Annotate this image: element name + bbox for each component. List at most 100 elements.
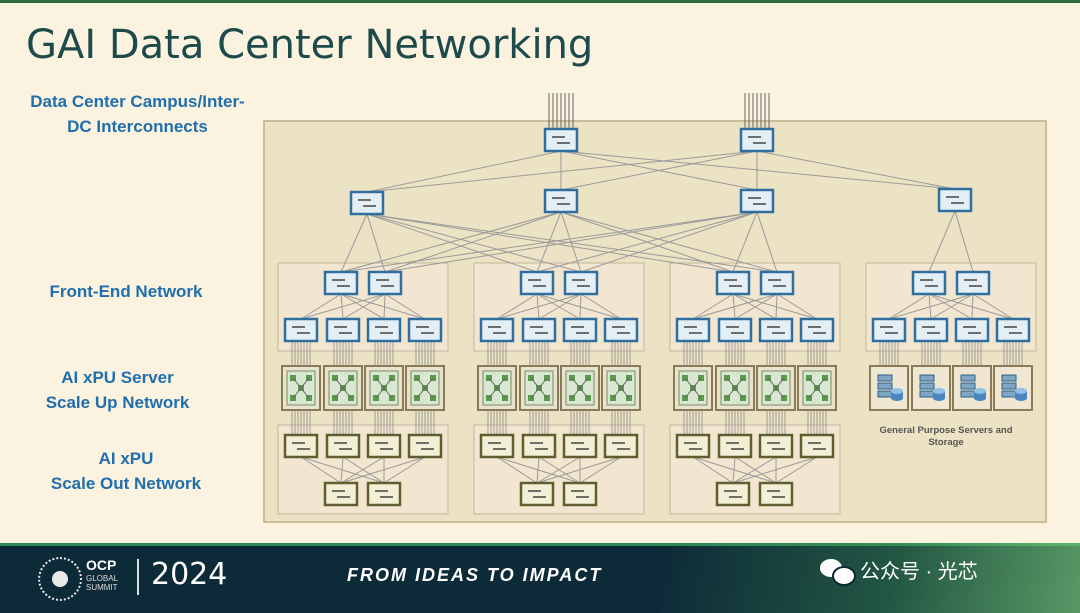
scale-out-spine-switch-icon [323, 481, 359, 507]
agg-leaf-link [888, 293, 930, 320]
storage-server-icon [911, 365, 951, 411]
agg-leaf-link [692, 293, 734, 320]
agg-leaf-link [496, 293, 538, 320]
scale-out-spine-switch-icon [715, 481, 751, 507]
scaleout-spine-link [536, 456, 581, 484]
wechat-watermark: 公众号 · 光芯 [820, 555, 978, 586]
core-switch-icon [543, 127, 579, 153]
scale-out-spine-switch-icon [519, 481, 555, 507]
agg-leaf-link [732, 293, 818, 320]
pod-leaf-switch-icon [913, 317, 949, 343]
label-campus-line2: DC Interconnects [67, 117, 208, 136]
scaleout-spine-link [536, 456, 622, 484]
spine-agg-link [340, 211, 562, 273]
xpu-server-icon [477, 365, 517, 411]
footer-banner: OCP GLOBAL SUMMIT 2024 FROM IDEAS TO IMP… [0, 543, 1080, 613]
footer-edge [0, 543, 1080, 546]
spine-agg-link [340, 211, 758, 273]
scaleout-spine-link [340, 456, 426, 484]
spine-agg-link [756, 211, 778, 273]
pod-leaf-switch-icon [717, 317, 753, 343]
footer-year: 2024 [151, 557, 228, 592]
agg-leaf-link [888, 293, 974, 320]
pod-leaf-switch-icon [995, 317, 1031, 343]
scaleout-spine-link [775, 456, 818, 484]
scale-out-leaf-switch-icon [562, 433, 598, 459]
pod-leaf-switch-icon [521, 317, 557, 343]
xpu-server-icon [405, 365, 445, 411]
scaleout-spine-link [536, 456, 540, 484]
spine-agg-link [954, 210, 974, 273]
label-scaleup-line1: AI xPU Server [61, 368, 174, 387]
scaleout-spine-link [340, 456, 344, 484]
pod-leaf-switch-icon [675, 317, 711, 343]
xpu-server-icon [673, 365, 713, 411]
label-scaleup-line2: Scale Up Network [45, 393, 190, 412]
spine-switch-icon [739, 188, 775, 214]
footer-wave-decoration [660, 543, 1080, 613]
core-spine-link [366, 150, 758, 193]
pod-leaf-switch-icon [954, 317, 990, 343]
agg-leaf-link [384, 293, 426, 320]
agg-leaf-link [971, 293, 974, 320]
pod-leaf-switch-icon [871, 317, 907, 343]
label-scaleup: AI xPU Server Scale Up Network [10, 365, 225, 415]
ocp-sub-line1: GLOBAL [86, 574, 119, 583]
pod-aggregation-switch-icon [955, 270, 991, 296]
scale-out-leaf-switch-icon [521, 433, 557, 459]
spine-agg-link [366, 213, 582, 273]
scaleout-spine-link [732, 456, 736, 484]
network-diagram [263, 93, 1047, 523]
spine-agg-link [580, 211, 758, 273]
agg-leaf-link [300, 293, 386, 320]
xpu-server-icon [601, 365, 641, 411]
agg-leaf-link [734, 293, 778, 320]
scaleout-spine-link [538, 456, 581, 484]
storage-server-icon [952, 365, 992, 411]
agg-leaf-link [775, 293, 778, 320]
xpu-server-icon [715, 365, 755, 411]
spine-agg-link [366, 213, 538, 273]
spine-switch-icon [937, 187, 973, 213]
spine-agg-link [928, 210, 956, 273]
agg-leaf-link [732, 293, 777, 320]
pod-leaf-switch-icon [283, 317, 319, 343]
general-purpose-label: General Purpose Servers and Storage [866, 425, 1026, 449]
agg-leaf-link [300, 293, 342, 320]
agg-leaf-link [538, 293, 582, 320]
xpu-server-icon [281, 365, 321, 411]
scale-out-leaf-switch-icon [479, 433, 515, 459]
core-spine-link [560, 150, 956, 190]
scale-out-spine-switch-icon [366, 481, 402, 507]
agg-leaf-link [340, 293, 426, 320]
scaleout-spine-link [383, 456, 426, 484]
scaleout-spine-link [579, 456, 622, 484]
spine-agg-link [366, 213, 734, 273]
pod-leaf-switch-icon [603, 317, 639, 343]
top-accent-bar [0, 0, 1080, 3]
scale-out-leaf-switch-icon [325, 433, 361, 459]
xpu-server-icon [797, 365, 837, 411]
ocp-org-subtitle: GLOBAL SUMMIT [86, 574, 118, 592]
wechat-watermark-text: 公众号 · 光芯 [860, 561, 978, 583]
agg-leaf-link [776, 293, 818, 320]
spine-agg-link [366, 213, 778, 273]
scale-out-leaf-switch-icon [717, 433, 753, 459]
agg-leaf-link [692, 293, 778, 320]
scaleout-spine-link [692, 456, 734, 484]
label-scaleout-line1: AI xPU [98, 449, 154, 468]
agg-leaf-link [340, 293, 385, 320]
scale-out-leaf-switch-icon [758, 433, 794, 459]
footer-tagline: FROM IDEAS TO IMPACT [347, 565, 603, 585]
scaleout-spine-link [340, 456, 385, 484]
xpu-server-icon [323, 365, 363, 411]
pod-aggregation-switch-icon [759, 270, 795, 296]
xpu-server-icon [756, 365, 796, 411]
pod-aggregation-switch-icon [563, 270, 599, 296]
core-spine-link [560, 150, 758, 191]
agg-leaf-link [972, 293, 1014, 320]
spine-agg-link [732, 211, 758, 273]
scale-out-leaf-switch-icon [407, 433, 443, 459]
pod-leaf-switch-icon [407, 317, 443, 343]
xpu-server-icon [364, 365, 404, 411]
